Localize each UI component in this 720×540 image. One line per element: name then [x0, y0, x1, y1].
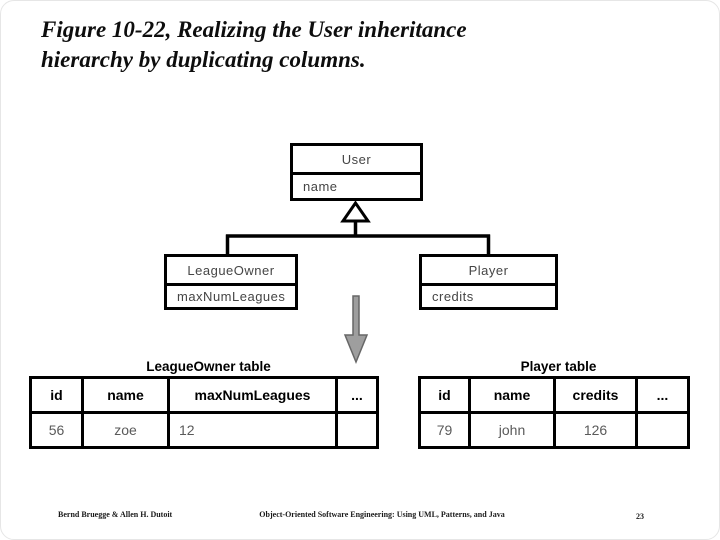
table-cell: 126	[553, 411, 638, 449]
leagueowner-table-title: LeagueOwner table	[146, 359, 271, 374]
player-table: id name credits ... 79 john 126	[418, 376, 690, 449]
uml-class-player: Player credits	[419, 254, 558, 310]
table-cell	[635, 411, 690, 449]
column-header: id	[29, 376, 84, 414]
uml-class-leagueowner-name: LeagueOwner	[167, 257, 295, 286]
column-header: name	[81, 376, 170, 414]
player-header-row: id name credits ...	[418, 376, 690, 414]
table-cell: 56	[29, 411, 84, 449]
table-cell: john	[468, 411, 556, 449]
table-cell: 12	[167, 411, 338, 449]
slide-title-line2: hierarchy by duplicating columns.	[41, 47, 366, 72]
inheritance-triangle-icon	[340, 200, 371, 223]
column-header: maxNumLeagues	[167, 376, 338, 414]
slide-title-line1: Figure 10-22, Realizing the User inherit…	[41, 17, 467, 42]
slide-title: Figure 10-22, Realizing the User inherit…	[41, 15, 641, 75]
table-cell	[335, 411, 379, 449]
uml-class-leagueowner-attribute: maxNumLeagues	[177, 289, 286, 304]
uml-class-player-name: Player	[422, 257, 555, 286]
column-header: id	[418, 376, 471, 414]
column-header: name	[468, 376, 556, 414]
uml-class-user-attribute: name	[303, 179, 338, 194]
column-header: ...	[635, 376, 690, 414]
table-cell: zoe	[81, 411, 170, 449]
table-row: 56 zoe 12	[29, 411, 379, 449]
uml-class-leagueowner: LeagueOwner maxNumLeagues	[164, 254, 298, 310]
uml-class-user-name: User	[293, 146, 420, 175]
footer-book-title: Object-Oriented Software Engineering: Us…	[259, 510, 505, 519]
footer-page-number: 23	[636, 512, 644, 521]
footer-authors: Bernd Bruegge & Allen H. Dutoit	[58, 510, 173, 519]
leagueowner-table: id name maxNumLeagues ... 56 zoe 12	[29, 376, 379, 449]
column-header: credits	[553, 376, 638, 414]
column-header: ...	[335, 376, 379, 414]
table-cell: 79	[418, 411, 471, 449]
slide-footer: Bernd Bruegge & Allen H. Dutoit Object-O…	[1, 510, 719, 524]
down-arrow-icon	[343, 295, 369, 364]
uml-class-player-attribute: credits	[432, 289, 474, 304]
leagueowner-header-row: id name maxNumLeagues ...	[29, 376, 379, 414]
uml-class-user: User name	[290, 143, 423, 201]
table-row: 79 john 126	[418, 411, 690, 449]
player-table-title: Player table	[520, 359, 597, 374]
